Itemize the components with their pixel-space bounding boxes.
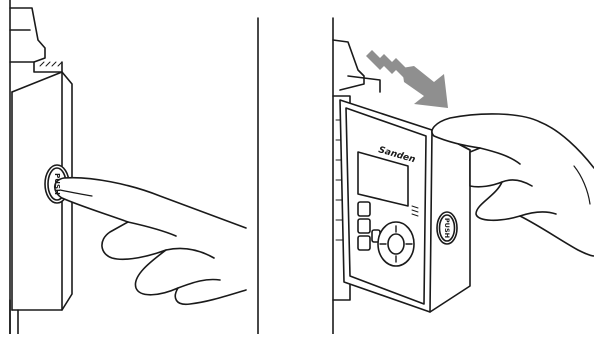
arrow-head (402, 66, 448, 108)
right-panel (333, 18, 594, 334)
mounting-bracket (10, 8, 62, 72)
controller-dial[interactable] (378, 222, 414, 266)
pointing-hand (55, 178, 246, 305)
right-mounting-bracket (333, 40, 380, 92)
push-label-left: PUSH (53, 173, 61, 195)
left-panel (10, 0, 258, 334)
push-label-right: PUSH (443, 218, 451, 238)
controller-side-body (10, 72, 72, 334)
